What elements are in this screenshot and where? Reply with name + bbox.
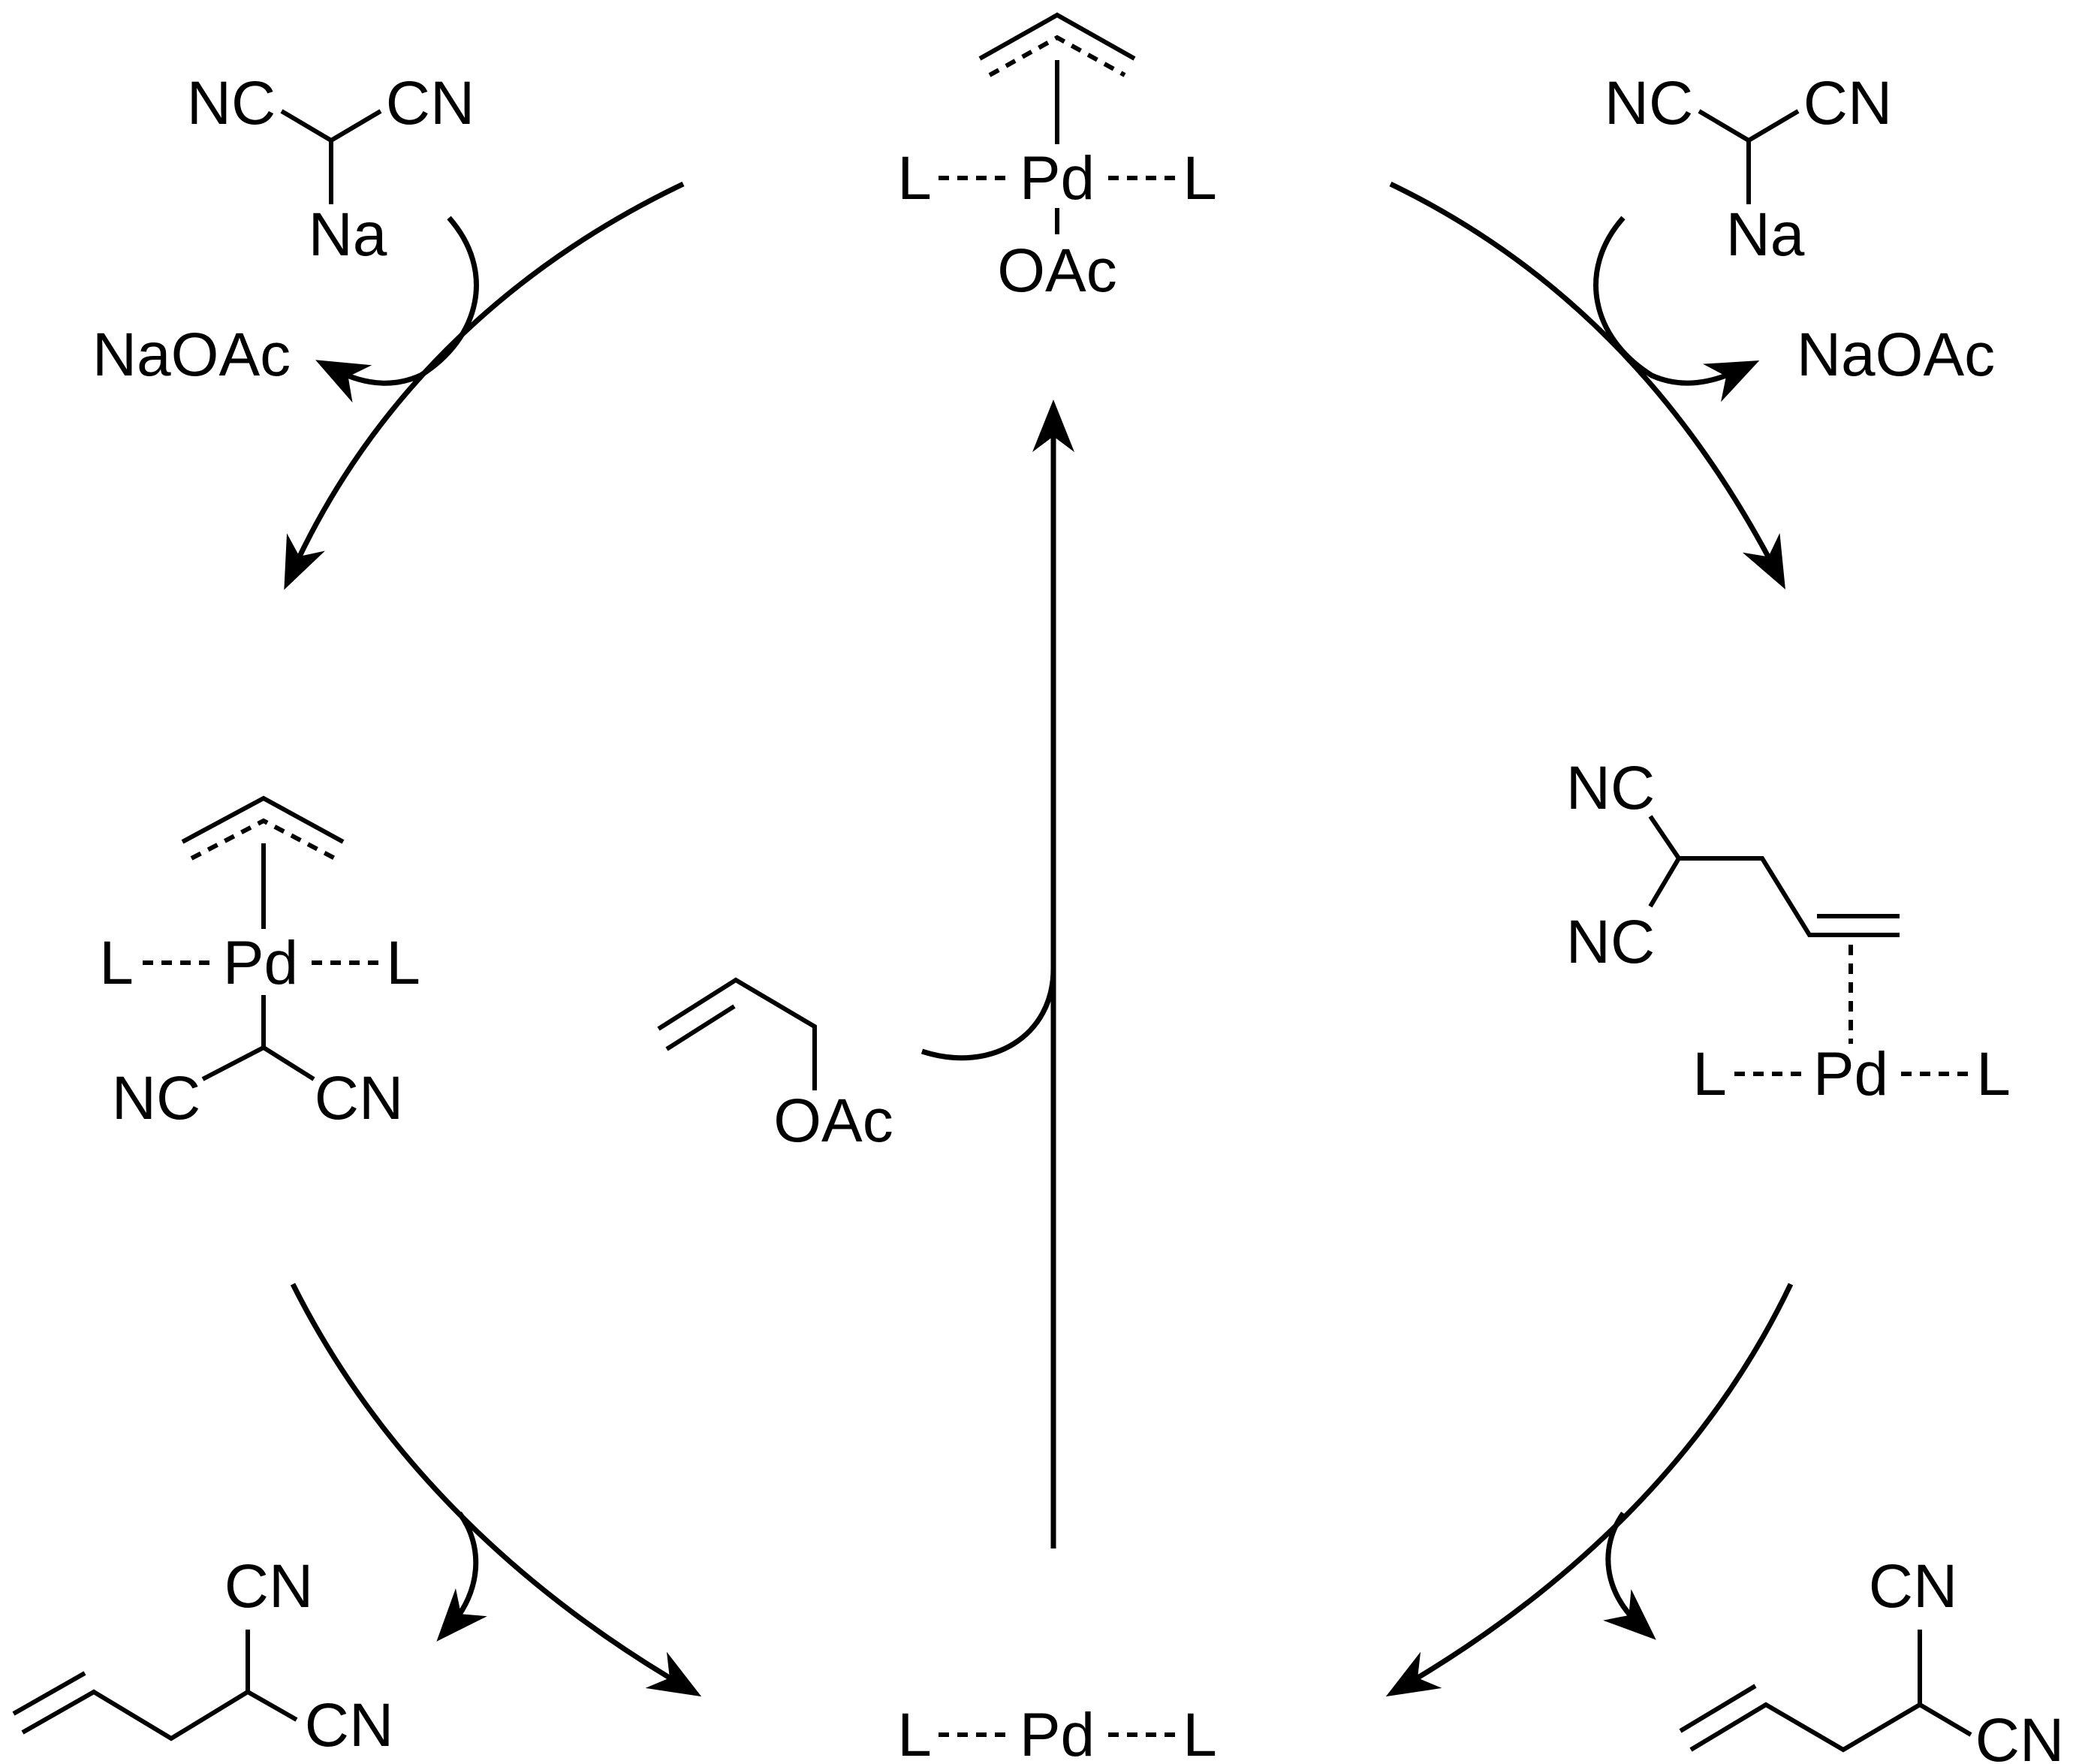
sodium-acetate-label: NaOAc	[92, 321, 291, 389]
nucleophile-entry-arrow-right	[1593, 216, 1760, 403]
ligand-label: L	[99, 929, 134, 997]
nitrile-label: NC	[187, 69, 276, 137]
nucleophile-entry-arrow-left	[315, 216, 479, 403]
ligand-label: L	[1692, 1040, 1727, 1108]
allyl-bond	[978, 12, 1136, 61]
palladium-label: Pd	[1813, 1040, 1888, 1108]
acetate-label: OAc	[773, 1087, 893, 1155]
allylmalononitrile-product-right: CN CN	[1679, 1552, 2064, 1764]
allyl-acetate-entry-arrow	[920, 968, 1056, 1061]
sodium-malononitrile-left: NC CN Na	[187, 69, 475, 269]
ligand-label: L	[897, 144, 932, 213]
nitrile-label: NC	[1604, 69, 1693, 137]
allyl-acetate-bonds	[657, 977, 817, 1090]
nitrile-label: CN	[224, 1552, 313, 1621]
pd-olefin-complex: NC NC L Pd L	[1566, 754, 2011, 1108]
palladium-label: Pd	[1020, 144, 1095, 213]
ligand-label: L	[386, 929, 420, 997]
product-double-bond	[1679, 1684, 1757, 1733]
nitrile-label: CN	[1869, 1552, 1957, 1621]
product-bonds	[1689, 1630, 1972, 1753]
ligand-label: L	[1183, 144, 1217, 213]
sodium-label: Na	[309, 201, 387, 269]
sodium-label: Na	[1726, 201, 1805, 269]
pd-allyl-acetate-complex: L Pd L OAc	[897, 12, 1217, 305]
cycle-arrow-bottom-left	[290, 1283, 702, 1697]
substrate-bonds	[1648, 815, 1900, 937]
ligand-label: L	[897, 1701, 932, 1764]
nitrile-label: NC	[112, 1064, 200, 1132]
pd-malonyl-bonds	[201, 995, 315, 1081]
sodium-malononitrile-right: NC CN Na	[1604, 69, 1892, 269]
allyl-delocalized-bond	[988, 35, 1126, 77]
nitrile-label: CN	[315, 1064, 403, 1132]
allylmalononitrile-product-left: CN CN	[12, 1552, 393, 1759]
allyl-double-bond	[665, 1004, 736, 1051]
acetate-label: OAc	[997, 237, 1116, 305]
ligand-label: L	[1183, 1701, 1217, 1764]
allyl-delocalized-bond	[190, 818, 336, 861]
pd-allyl-malonyl-complex: L Pd L NC CN	[99, 795, 420, 1132]
sodium-acetate-label: NaOAc	[1797, 321, 1995, 389]
nitrile-label: CN	[305, 1691, 393, 1759]
palladium-label: Pd	[223, 929, 298, 997]
nitrile-label: CN	[1803, 69, 1892, 137]
product-release-arrow-right	[1603, 1511, 1656, 1640]
product-double-bond	[12, 1671, 86, 1716]
pd0-catalyst: L Pd L	[897, 1701, 1217, 1764]
allyl-acetate: OAc	[657, 977, 893, 1155]
product-release-arrow-left	[436, 1511, 487, 1642]
product-bonds	[21, 1630, 298, 1741]
malononitrile-bonds	[1698, 109, 1800, 204]
reaction-arrows	[284, 181, 1794, 1697]
ligand-label: L	[1976, 1040, 2011, 1108]
cycle-arrow-bottom-right	[1385, 1283, 1794, 1697]
cycle-arrow-top-right	[1389, 181, 1785, 590]
palladium-label: Pd	[1020, 1701, 1095, 1764]
nitrile-label: NC	[1566, 908, 1655, 976]
nitrile-label: CN	[1975, 1706, 2064, 1764]
nitrile-label: CN	[386, 69, 475, 137]
nitrile-label: NC	[1566, 754, 1655, 822]
allyl-bond	[181, 795, 345, 844]
malononitrile-bonds	[280, 109, 382, 204]
